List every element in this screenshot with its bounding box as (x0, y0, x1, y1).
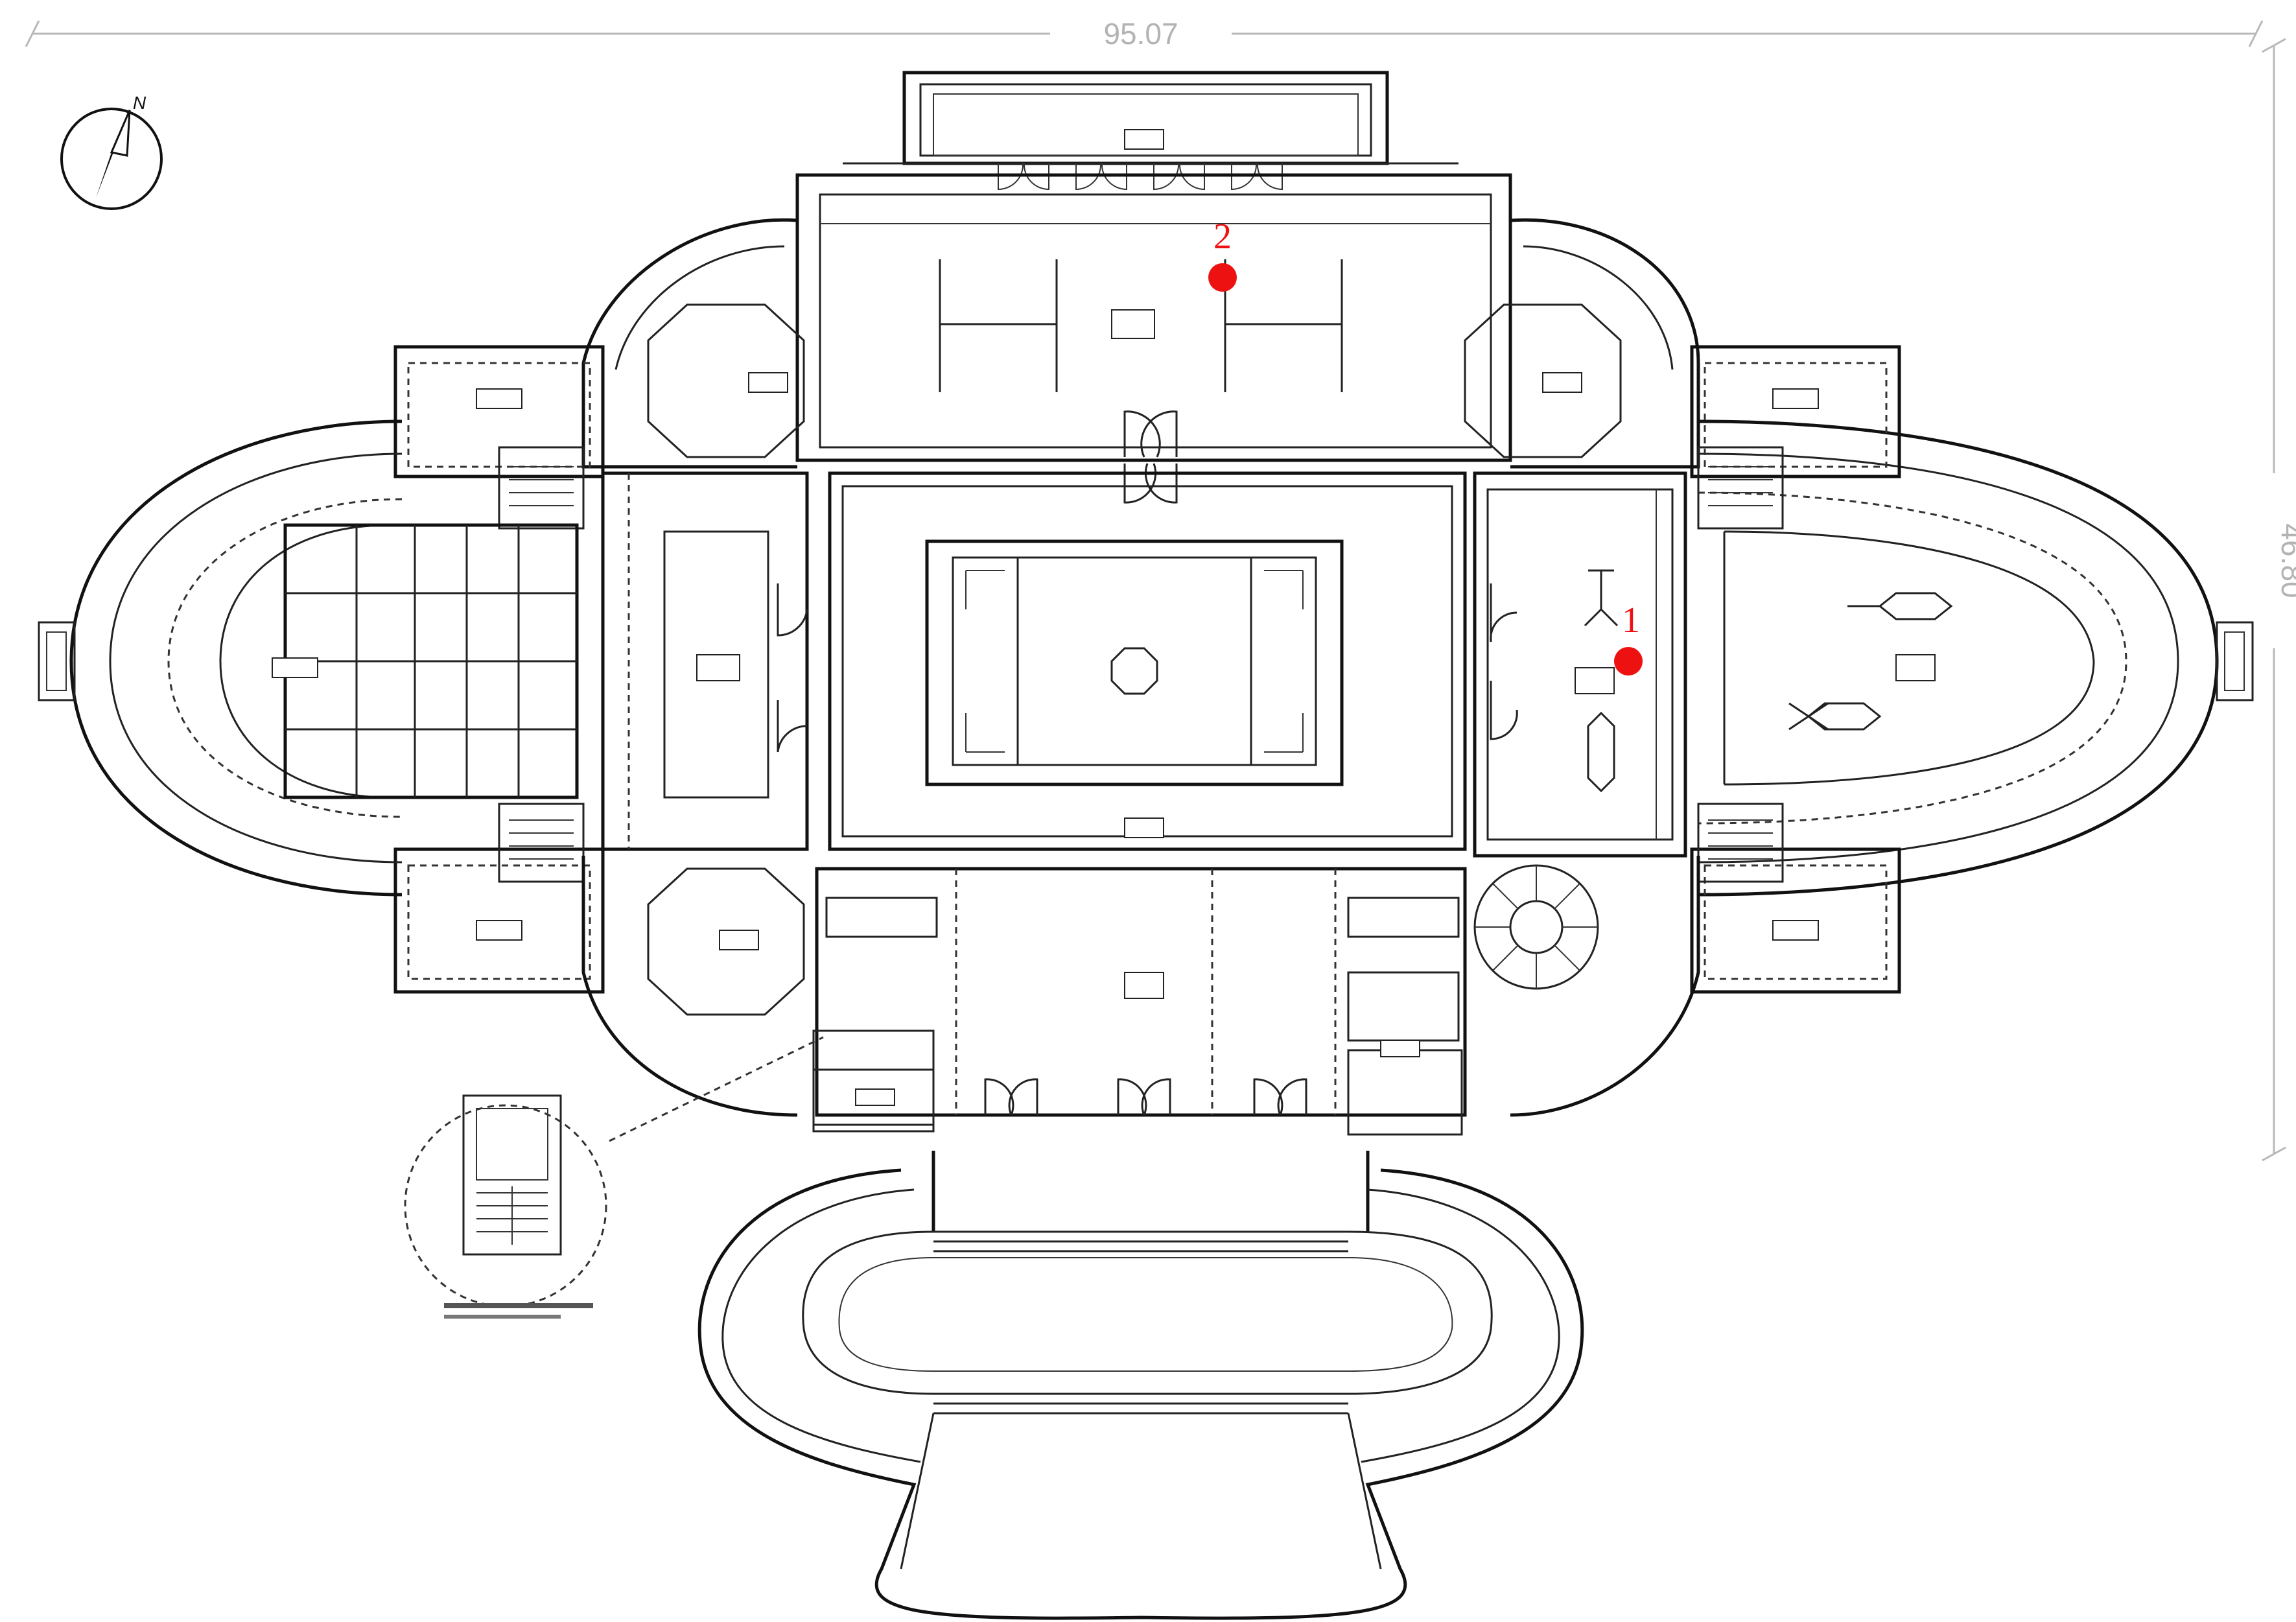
central-courtyard (828, 471, 1467, 851)
south-block (581, 856, 1700, 1136)
north-label: N (133, 93, 146, 113)
east-hall (1473, 471, 1687, 858)
dimension-height-label: 46.80 (2275, 523, 2296, 598)
west-stairs (498, 446, 585, 883)
north-arrow-icon: N (60, 93, 163, 210)
marker-2: 2 (1208, 217, 1237, 292)
east-apse-hall (1698, 419, 2254, 897)
east-upper-rooms (1690, 345, 1901, 478)
marker-1-dot (1614, 647, 1643, 676)
dimension-height: 46.80 (2262, 38, 2296, 1162)
northwest-wing (581, 218, 805, 469)
marker-1-label: 1 (1622, 600, 1640, 641)
northeast-wing (1464, 218, 1700, 469)
north-hall (795, 173, 1512, 504)
south-terrace (697, 1151, 1584, 1620)
marker-2-label: 2 (1213, 217, 1232, 257)
north-portico (843, 71, 1458, 191)
east-lower-rooms (1690, 847, 1901, 994)
west-apse-hall (38, 419, 579, 897)
marker-1: 1 (1614, 600, 1643, 676)
east-stairs (1697, 446, 1784, 883)
dimension-width-label: 95.07 (1103, 17, 1178, 51)
marker-2-dot (1208, 263, 1237, 292)
west-corridor-room (601, 471, 809, 851)
dimension-width: 95.07 (25, 17, 2264, 51)
stair-detail-callout (404, 1036, 824, 1319)
west-lower-rooms (393, 847, 605, 994)
